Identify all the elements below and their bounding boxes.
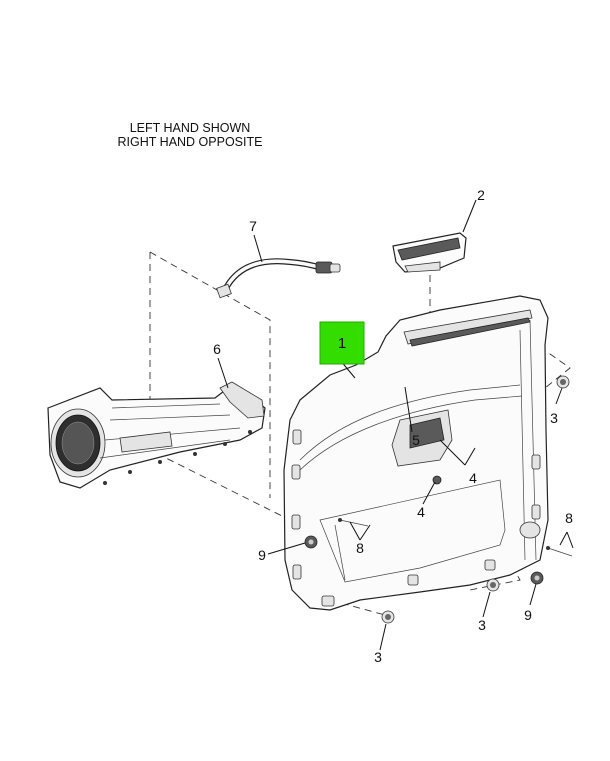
- callout-9-left[interactable]: 9: [258, 547, 266, 563]
- part-7-wire-harness: [216, 258, 341, 299]
- part-2-switch-bezel: [392, 232, 467, 273]
- callout-3-bottom[interactable]: 3: [374, 649, 382, 665]
- callout-3-lower-mid[interactable]: 3: [478, 617, 486, 633]
- fastener-8-right: [546, 546, 573, 557]
- fastener-3-upper-right: [556, 375, 570, 389]
- highlighted-part-box[interactable]: [319, 321, 365, 365]
- orientation-note-line-1: LEFT HAND SHOWN: [129, 121, 251, 135]
- callout-2[interactable]: 2: [477, 187, 485, 203]
- part-6-lower-trim: [47, 381, 266, 489]
- fastener-3-lower-mid: [486, 578, 500, 592]
- callout-3-upper-right[interactable]: 3: [550, 410, 558, 426]
- callout-4-upper[interactable]: 4: [469, 470, 477, 486]
- fastener-8-left: [338, 518, 369, 527]
- callout-1-highlighted[interactable]: 1: [338, 335, 346, 352]
- callout-7[interactable]: 7: [249, 218, 257, 234]
- fastener-3-bottom: [381, 610, 395, 624]
- fastener-9-left: [304, 535, 318, 549]
- callout-5[interactable]: 5: [412, 432, 420, 448]
- callout-8-left[interactable]: 8: [356, 540, 364, 556]
- callout-9-right[interactable]: 9: [524, 607, 532, 623]
- orientation-note-line-2: RIGHT HAND OPPOSITE: [117, 135, 263, 149]
- leader-lines: [217, 199, 574, 651]
- part-1-door-trim-panel: [283, 295, 549, 611]
- callout-6[interactable]: 6: [213, 341, 221, 357]
- callout-4-lower[interactable]: 4: [417, 504, 425, 520]
- callout-8-right[interactable]: 8: [565, 510, 573, 526]
- fastener-9-right: [530, 571, 544, 585]
